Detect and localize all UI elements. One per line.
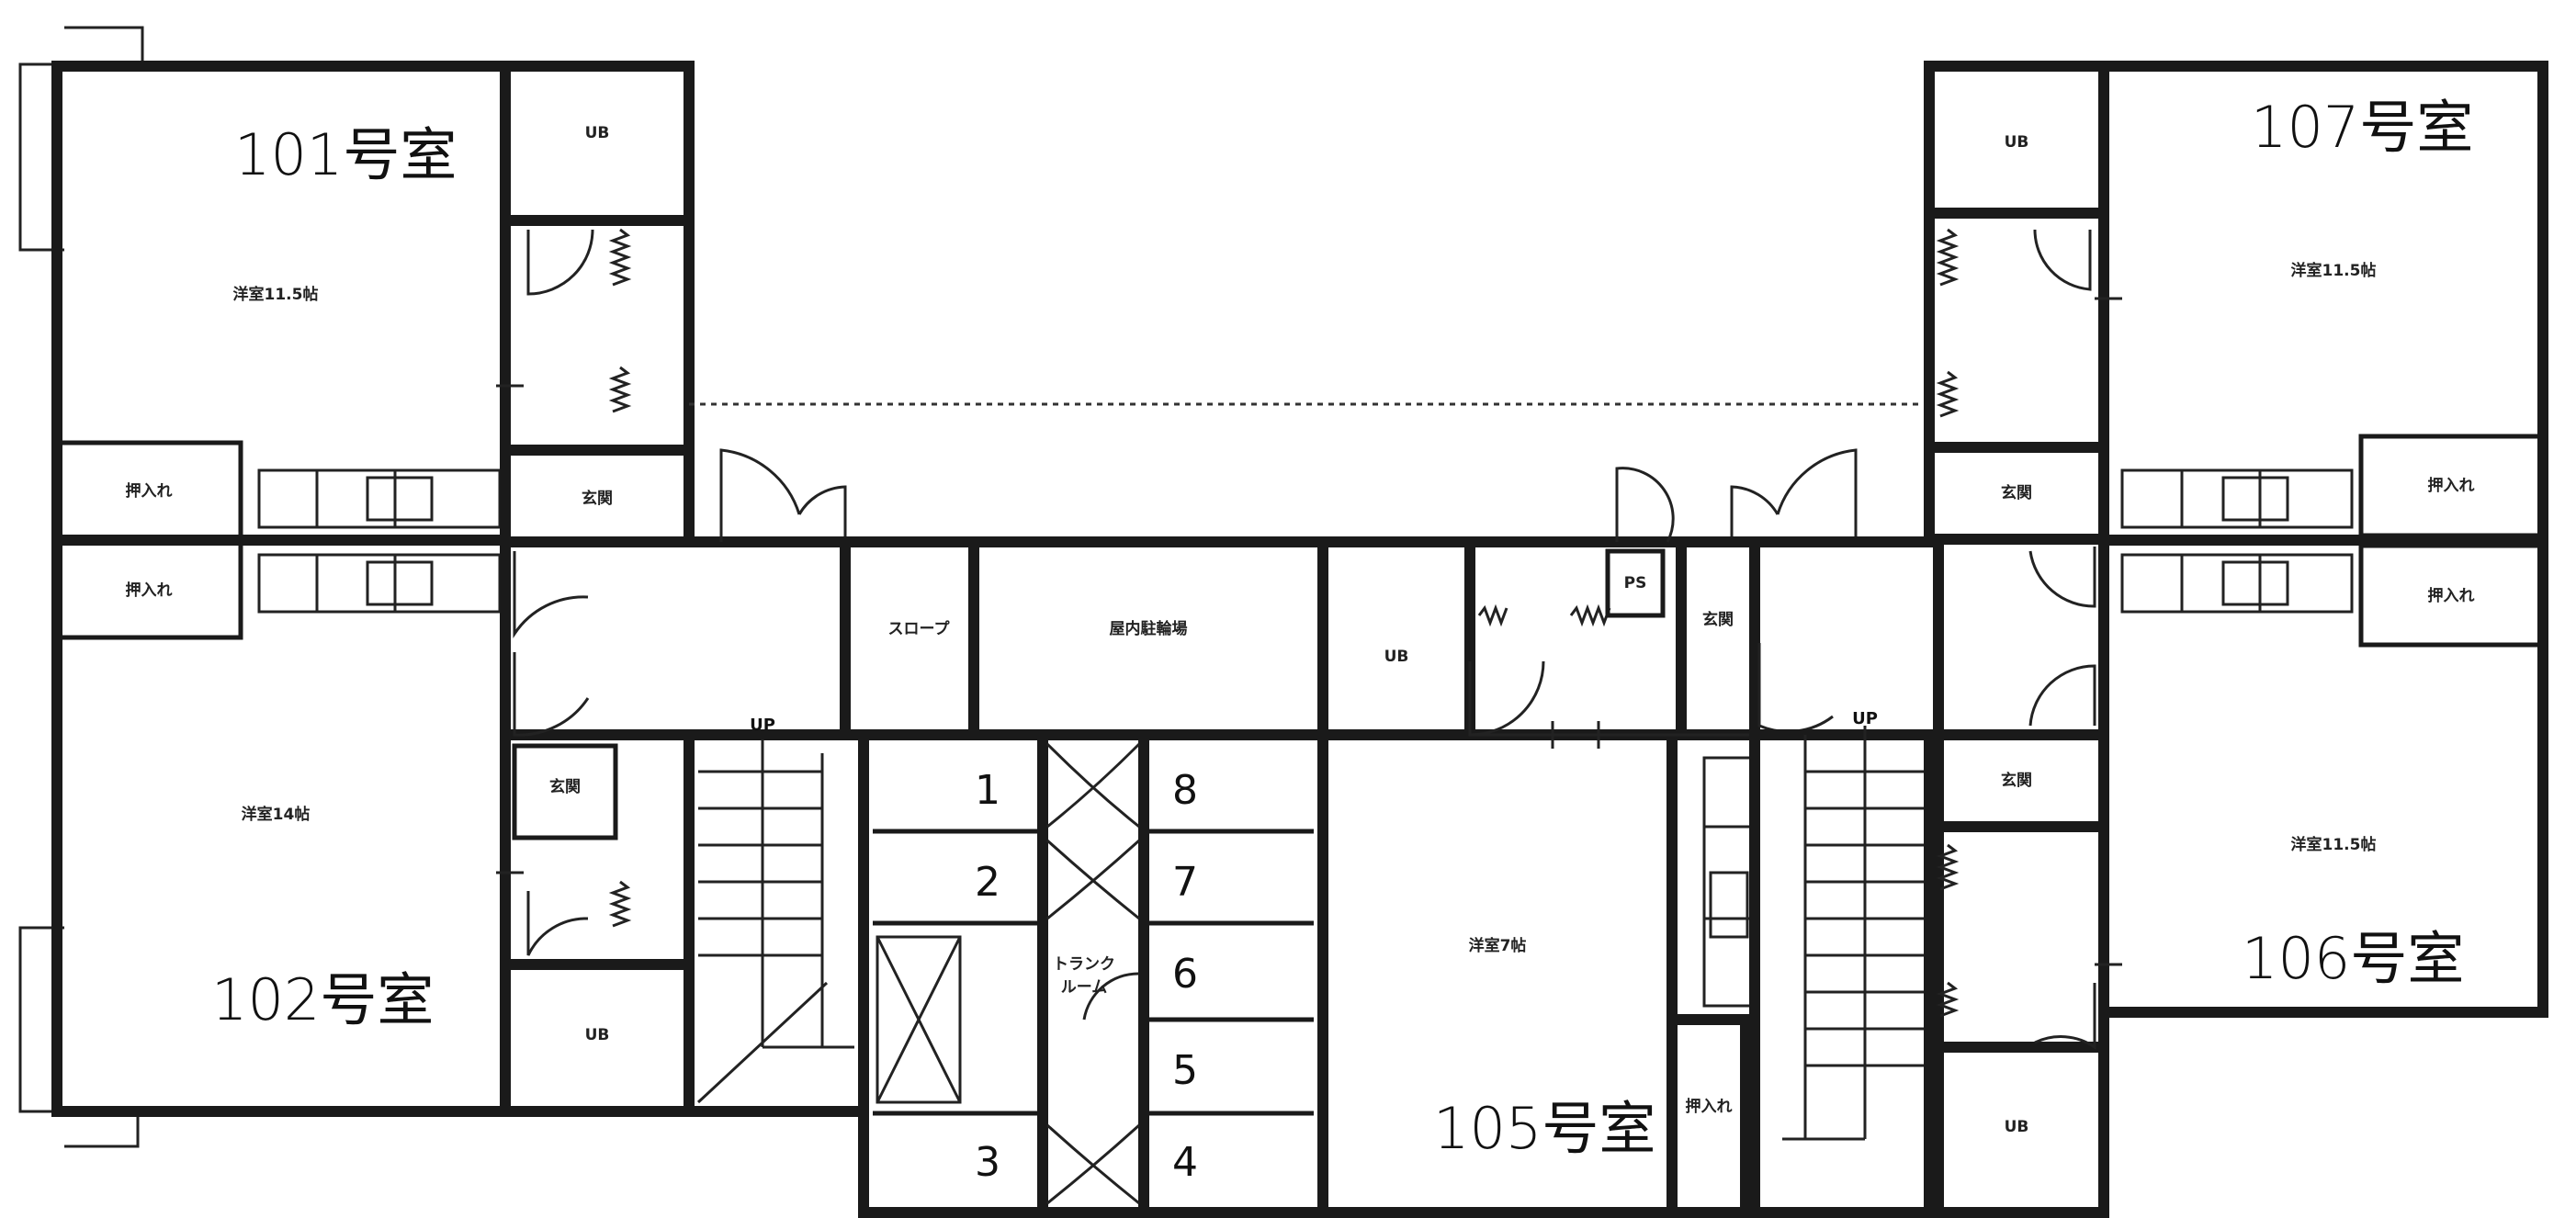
right-wing (1924, 61, 2548, 1218)
locker-3: 3 (975, 1139, 1000, 1186)
room-102-western: 洋室14帖 (242, 805, 311, 824)
room-106-closet: 押入れ (2428, 586, 2475, 605)
room-106-western: 洋室11.5帖 (2291, 835, 2377, 854)
room-101-closet: 押入れ (126, 481, 173, 501)
room-101-ub: UB (585, 124, 610, 142)
room-105-ub: UB (1384, 648, 1409, 666)
room-105-closet: 押入れ (1686, 1097, 1733, 1116)
central-block: UP スロープ 屋内駐輪場 (684, 402, 1935, 1218)
room-107-closet: 押入れ (2428, 476, 2475, 495)
locker-2: 2 (975, 859, 1000, 906)
unit-105-label: 105号室 (1433, 1095, 1655, 1162)
bike-storage-label: 屋内駐輪場 (1110, 619, 1188, 638)
locker-4: 4 (1172, 1139, 1198, 1186)
right-stair-up-label: UP (1852, 709, 1878, 728)
right-stair (1749, 536, 1944, 1218)
left-stair-up-label: UP (750, 716, 775, 735)
slope-label: スロープ (888, 619, 951, 638)
left-stair-treads (696, 739, 854, 1104)
room-102-entrance: 玄関 (549, 777, 581, 796)
room-101-western: 洋室11.5帖 (233, 285, 319, 304)
room-101-entrance: 玄関 (582, 489, 613, 508)
locker-6: 6 (1172, 951, 1198, 998)
room-102-ub: UB (585, 1026, 610, 1044)
trunk-room-label-2: ルーム (1061, 978, 1108, 997)
unit-107-label: 107号室 (2251, 94, 2473, 161)
room-105-entrance: 玄関 (1702, 610, 1734, 629)
room-105-ps: PS (1624, 574, 1647, 592)
unit-102-label: 102号室 (211, 966, 434, 1033)
room-107-ub: UB (2005, 133, 2029, 152)
room-107-western: 洋室11.5帖 (2291, 261, 2377, 280)
locker-1: 1 (975, 767, 1000, 814)
room-107-entrance: 玄関 (2001, 483, 2032, 502)
unit-106-label: 106号室 (2242, 925, 2464, 992)
room-105-western: 洋室7帖 (1469, 936, 1527, 955)
left-wing (18, 26, 695, 1148)
unit-101-label: 101号室 (234, 121, 457, 188)
room-102-closet: 押入れ (126, 581, 173, 600)
trunk-room-label-1: トランク (1053, 955, 1115, 974)
locker-8: 8 (1172, 767, 1198, 814)
room-106-entrance: 玄関 (2001, 771, 2032, 790)
unit-105 (1317, 467, 1791, 1218)
room-106-ub: UB (2005, 1118, 2029, 1136)
locker-5: 5 (1172, 1047, 1198, 1094)
locker-7: 7 (1172, 859, 1198, 906)
